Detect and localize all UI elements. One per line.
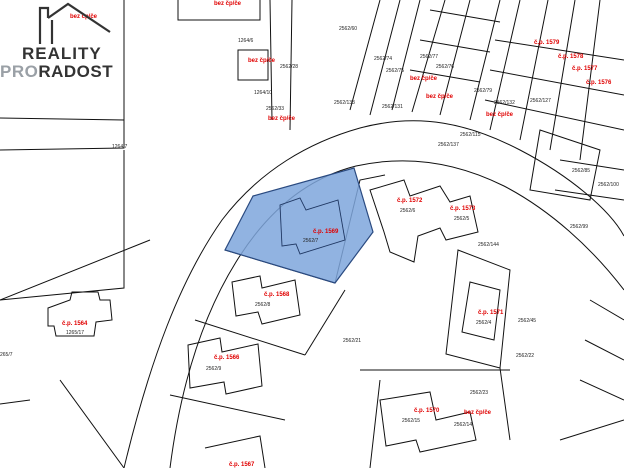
building-outline — [47, 291, 113, 337]
parcel-label: 2562/133 — [334, 100, 355, 106]
parcel-label: 2562/4 — [476, 320, 492, 326]
parcel-label: 2562/23 — [470, 390, 488, 396]
parcel-edge — [484, 39, 624, 131]
house-number-label: č.p. 1570 — [414, 408, 440, 414]
parcel-edge — [0, 239, 151, 301]
house-number-label: č.p. 1564 — [62, 321, 88, 327]
house-number-label: bez čp/če — [214, 1, 242, 7]
parcel-label: 2562/33 — [266, 106, 284, 112]
parcel-label: 1264/7 — [112, 144, 128, 150]
house-number-label: č.p. 1578 — [558, 54, 584, 60]
building-outline — [461, 281, 501, 341]
house-number-labels: č.p. 1569 č.p. 1568 č.p. 1566 č.p. 1567 … — [62, 1, 612, 468]
building-outline — [369, 179, 479, 263]
brand-logo: REALITY PRORADOST — [0, 0, 124, 86]
house-number-label: č.p. 1579 — [534, 40, 560, 46]
highlighted-building-outline — [279, 197, 346, 255]
house-number-label: č.p. 1569 — [313, 229, 339, 235]
parcel-label: 2562/6 — [400, 208, 416, 214]
parcel-label: 2562/144 — [478, 242, 499, 248]
parcel-label: 2562/85 — [572, 168, 590, 174]
parcel-label: 265/7 — [0, 352, 13, 358]
parcel-edge — [0, 117, 125, 151]
parcel-edge — [304, 289, 346, 356]
building-outline — [187, 337, 263, 395]
parcel-edge — [579, 299, 624, 401]
brand-line2: PRORADOST — [0, 62, 113, 82]
parcel-label: 2562/21 — [343, 338, 361, 344]
parcel-label: 2562/45 — [518, 318, 536, 324]
parcel-label: 2562/5 — [454, 216, 470, 222]
parcel-label: 2562/7 — [303, 238, 319, 244]
parcel-label: 2562/76 — [436, 64, 454, 70]
house-number-label: bez čp/če — [70, 14, 98, 20]
parcel-label: 1264/6 — [238, 38, 254, 44]
parcel-edge — [409, 9, 501, 83]
parcel-label: 2562/60 — [339, 26, 357, 32]
parcel-label: 2562/137 — [438, 142, 459, 148]
parcel-label: 2562/15 — [402, 418, 420, 424]
building-outline — [379, 391, 477, 453]
parcel-edge — [360, 367, 511, 441]
parcel-label: 2562/75 — [386, 68, 404, 74]
parcel-edge — [0, 150, 125, 301]
house-number-label: bez čp/če — [268, 116, 296, 122]
house-number-label: č.p. 1577 — [572, 66, 598, 72]
parcel-label: 2562/22 — [516, 353, 534, 359]
parcel-label: 2562/115 — [460, 132, 481, 138]
parcel-edge — [489, 0, 601, 161]
parcel-label: 2562/100 — [598, 182, 619, 188]
house-number-label: č.p. 1567 — [229, 462, 255, 468]
house-number-label: č.p. 1572 — [397, 198, 423, 204]
parcel-labels: 2562/7 2562/8 2562/9 2562/6 2562/5 2562/… — [0, 26, 619, 428]
parcel-label: 2562/8 — [255, 302, 271, 308]
building-outline — [237, 49, 269, 81]
house-number-label: bez čp/če — [410, 76, 438, 82]
parcel-label: 2562/132 — [494, 100, 515, 106]
parcel-edge — [0, 379, 125, 468]
house-number-label: bez čp/če — [248, 58, 276, 64]
brand-pro: PRO — [0, 62, 39, 81]
parcel-edge — [445, 249, 511, 369]
house-number-label: bez čp/če — [426, 94, 454, 100]
parcel-label: 1265/17 — [66, 330, 84, 336]
brand-line1: REALITY — [22, 44, 102, 63]
road-outer-arc — [123, 120, 624, 468]
parcel-edge — [177, 0, 261, 21]
house-number-label: č.p. 1573 — [450, 206, 476, 212]
parcel-label: 1264/10 — [254, 90, 272, 96]
house-number-label: bez čp/če — [464, 410, 492, 416]
house-roof-icon — [38, 2, 111, 44]
parcel-label: 2562/28 — [280, 64, 298, 70]
parcel-label: 2562/74 — [374, 56, 392, 62]
parcel-edge — [349, 0, 501, 121]
parcel-label: 2562/99 — [570, 224, 588, 230]
house-number-label: č.p. 1576 — [586, 80, 612, 86]
building-outline — [529, 129, 601, 201]
house-number-label: č.p. 1568 — [264, 292, 290, 298]
building-outline — [204, 435, 266, 468]
brand-radost: RADOST — [38, 62, 114, 81]
parcel-edge — [269, 0, 293, 131]
house-number-label: bez čp/če — [486, 112, 514, 118]
house-number-label: č.p. 1571 — [478, 310, 504, 316]
parcel-edge — [369, 379, 624, 468]
highlighted-parcel[interactable] — [224, 167, 374, 284]
parcel-label: 2562/127 — [530, 98, 551, 104]
parcel-label: 2562/79 — [474, 88, 492, 94]
building-outline — [231, 275, 301, 325]
house-number-label: č.p. 1566 — [214, 355, 240, 361]
road-inner-arc — [169, 160, 624, 468]
parcel-label: 2562/131 — [382, 104, 403, 110]
parcel-label: 2562/9 — [206, 366, 222, 372]
parcel-label: 2562/14 — [454, 422, 472, 428]
parcel-edge — [554, 159, 624, 201]
parcel-label: 2562/77 — [420, 54, 438, 60]
